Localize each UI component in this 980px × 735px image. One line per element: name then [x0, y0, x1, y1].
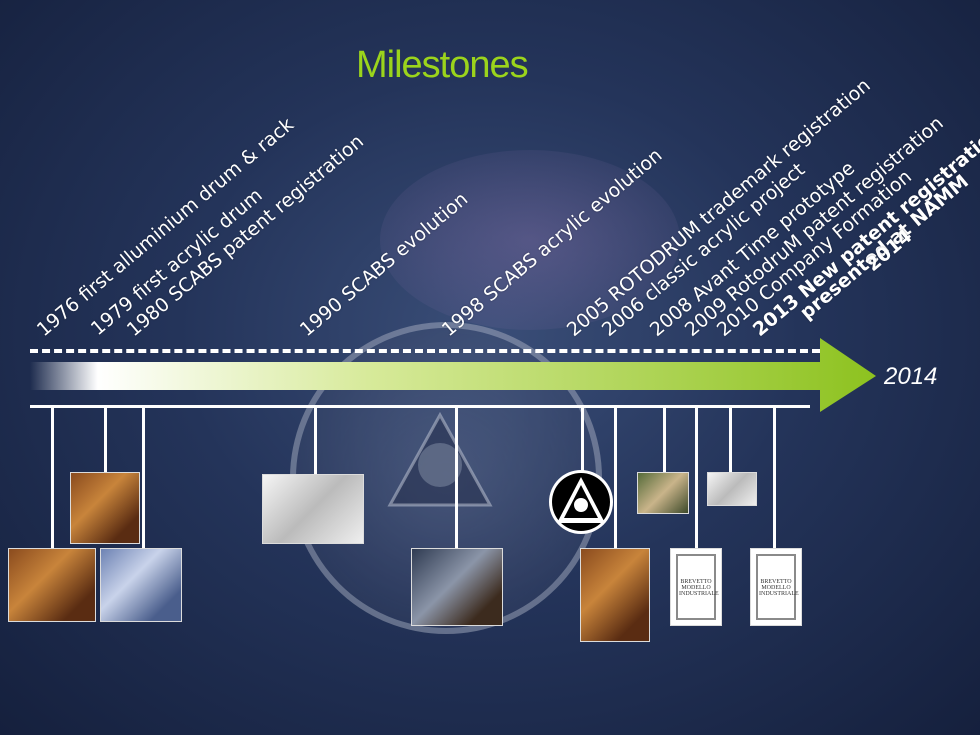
certificate-border [756, 554, 796, 620]
tick-1979 [104, 406, 107, 474]
certificate-2013: BREVETTO MODELLO INDUSTRIALE [750, 548, 802, 626]
photo-1976-alluminium-drum [8, 548, 96, 622]
tick-2005 [581, 406, 584, 474]
tick-2009 [695, 406, 698, 548]
certificate-line2: MODELLO INDUSTRIALE [679, 585, 719, 597]
tick-1980 [142, 406, 145, 548]
timeline-end-year: 2014 [884, 363, 938, 390]
photo-1998-acrylic-evolution [411, 548, 503, 626]
background-glow [380, 150, 680, 330]
photo-1990-scabs-evolution [262, 474, 364, 544]
tick-1998 [455, 406, 458, 548]
timeline-dashed-line [30, 349, 820, 353]
rotodrum-logo-icon [549, 470, 613, 534]
certificate-line1: BREVETTO [680, 579, 712, 585]
tick-2010 [729, 406, 732, 474]
tick-1990 [314, 406, 317, 474]
certificate-line1: BREVETTO [760, 579, 792, 585]
page-title: Milestones [356, 44, 529, 86]
tick-2008 [663, 406, 666, 474]
certificate-2009: BREVETTO MODELLO INDUSTRIALE [670, 548, 722, 626]
photo-2008-avant-time [637, 472, 689, 514]
photo-2010-signature [707, 472, 757, 506]
timeline-baseline [30, 405, 810, 408]
background-drum-logo-icon [387, 411, 493, 507]
certificate-text: BREVETTO MODELLO INDUSTRIALE [679, 579, 719, 597]
photo-1980-scabs [100, 548, 182, 622]
tick-1976 [51, 406, 54, 548]
tick-2006 [614, 406, 617, 548]
timeline-arrow-icon [30, 338, 876, 412]
certificate-text: BREVETTO MODELLO INDUSTRIALE [759, 579, 799, 597]
photo-2006-classic-acrylic [580, 548, 650, 642]
certificate-border [676, 554, 716, 620]
photo-1979-acrylic-drum [70, 472, 140, 544]
certificate-line2: MODELLO INDUSTRIALE [759, 585, 799, 597]
tick-2013 [773, 406, 776, 548]
